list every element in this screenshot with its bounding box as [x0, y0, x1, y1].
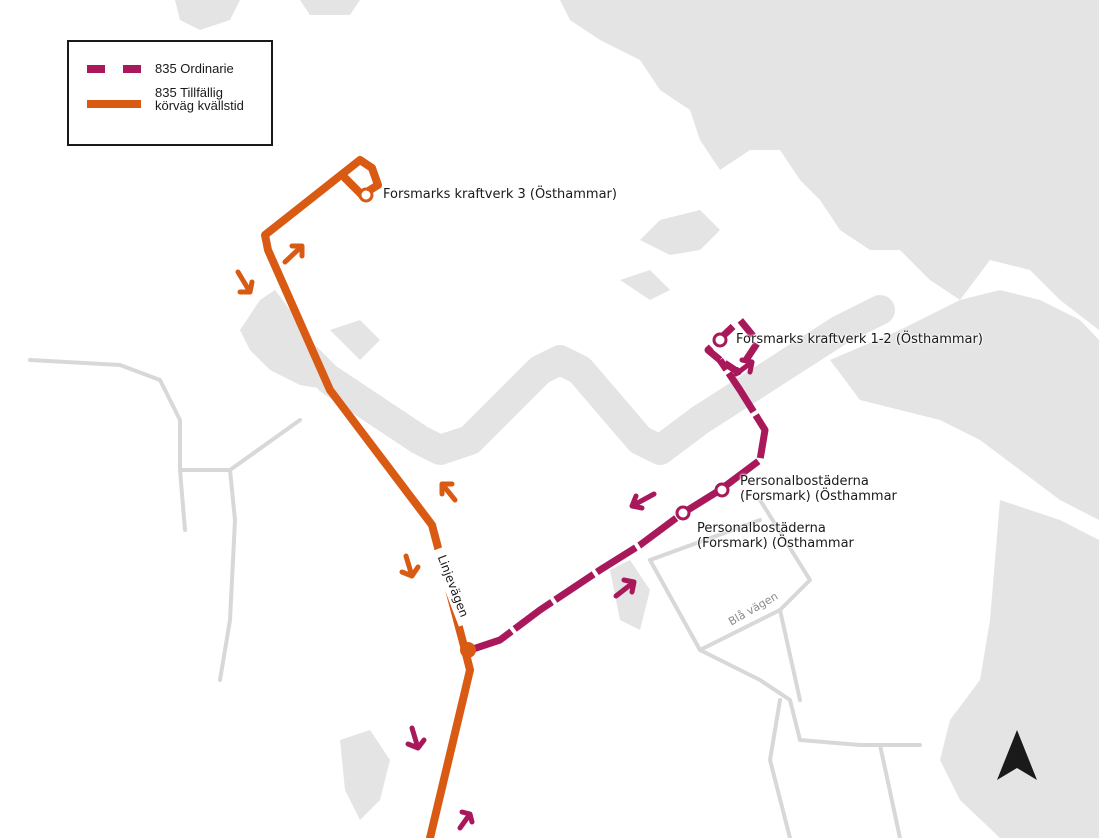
arrow-icon: [405, 725, 427, 751]
stop-label-personal-upper-line1: Personalbostäderna: [740, 474, 869, 489]
land-areas: [175, 0, 1099, 838]
arrow-icon: [629, 491, 657, 511]
junction-point: [460, 642, 476, 658]
arrow-icon: [439, 481, 458, 503]
legend-temporary-label-1: 835 Tillfällig: [155, 85, 223, 100]
arrow-icon: [399, 553, 421, 579]
legend-ordinary-label: 835 Ordinarie: [155, 61, 234, 76]
stop-label-personal-lower-line1: Personalbostäderna: [697, 521, 826, 536]
legend-temporary-text: 835 Tillfällig körväg kvällstid: [155, 86, 244, 112]
arrow-icon: [235, 269, 255, 295]
stop-label-personal-lower-line2: (Forsmark) (Östhammar: [697, 536, 854, 551]
north-arrow-icon: [997, 730, 1037, 780]
legend-item-temporary: 835 Tillfällig körväg kvällstid: [87, 86, 244, 112]
direction-arrows: [235, 243, 755, 831]
map-legend: 835 Ordinarie 835 Tillfällig körväg kväl…: [67, 40, 273, 146]
roads: [28, 358, 922, 838]
stop-marker-personal-upper: [714, 482, 730, 498]
stop-label-personal-upper-line2: (Forsmark) (Östhammar: [740, 489, 897, 504]
stop-marker-kraftverk12: [712, 332, 728, 348]
ordinary-route-swatch: [87, 64, 141, 73]
channel: [315, 295, 895, 465]
stop-label-kraftverk3: Forsmarks kraftverk 3 (Östhammar): [383, 187, 617, 202]
stop-marker-personal-lower: [675, 505, 691, 521]
temporary-route-swatch: [87, 100, 141, 108]
stop-label-personal-lower: Personalbostäderna (Forsmark) (Östhammar: [697, 521, 854, 551]
legend-temporary-label-2: körväg kvällstid: [155, 98, 244, 113]
legend-item-ordinary: 835 Ordinarie: [87, 62, 234, 75]
stop-marker-kraftverk3: [358, 187, 374, 203]
stop-label-personal-upper: Personalbostäderna (Forsmark) (Östhammar: [740, 474, 897, 504]
arrow-icon: [282, 243, 305, 265]
arrow-icon: [733, 357, 755, 377]
stop-label-kraftverk12: Forsmarks kraftverk 1-2 (Östhammar): [736, 332, 983, 347]
arrow-icon: [457, 809, 475, 831]
arrow-icon: [613, 577, 637, 599]
